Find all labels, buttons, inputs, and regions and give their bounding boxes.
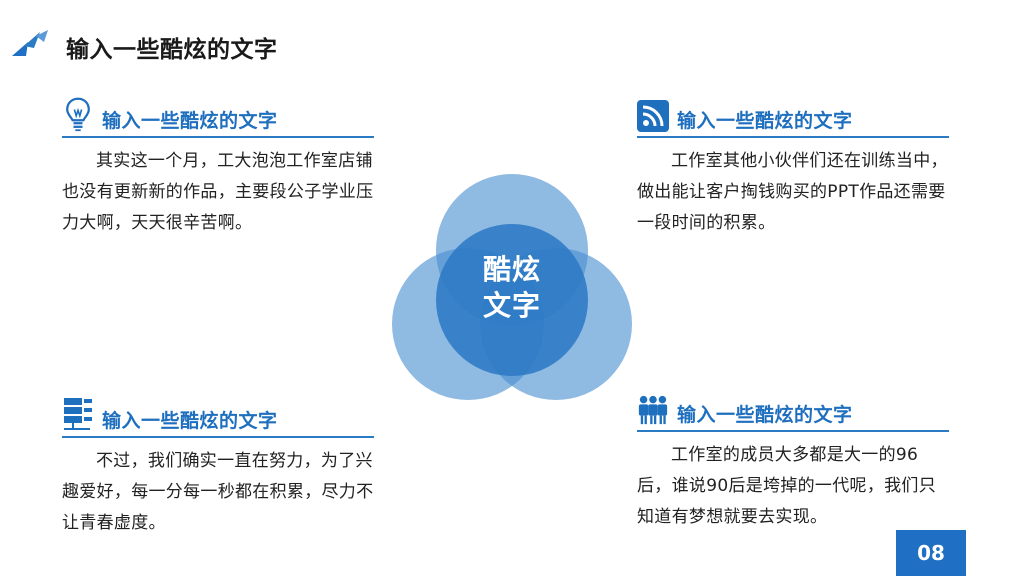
block-text: 其实这一个月，工大泡泡工作室店铺也没有更新新的作品，主要段公子学业压力大啊，天天…: [62, 151, 374, 233]
center-label-line1: 酷炫: [482, 253, 541, 286]
circle-center: [436, 224, 588, 376]
rss-icon: [637, 100, 669, 132]
block-header: 输入一些酷炫的文字: [62, 96, 374, 138]
block-header: 输入一些酷炫的文字: [637, 100, 949, 138]
text-block-4: 输入一些酷炫的文字 工作室的成员大多都是大一的96后，谁说90后是垮掉的一代呢，…: [637, 395, 949, 533]
page-title: 输入一些酷炫的文字: [66, 37, 278, 63]
page-number-badge: 08: [896, 530, 966, 576]
team-icon: [638, 395, 668, 425]
lightbulb-icon: [66, 97, 90, 132]
block-header: 输入一些酷炫的文字: [62, 396, 374, 438]
block-text: 工作室的成员大多都是大一的96后，谁说90后是垮掉的一代呢，我们只知道有梦想就要…: [637, 445, 937, 527]
block-text: 不过，我们确实一直在努力，为了兴趣爱好，每一分每一秒都在积累，尽力不让青春虚度。: [62, 451, 374, 533]
block-text: 工作室其他小伙伴们还在训练当中，做出能让客户掏钱购买的PPT作品还需要一段时间的…: [637, 151, 948, 233]
text-block-3: 输入一些酷炫的文字 不过，我们确实一直在努力，为了兴趣爱好，每一分每一秒都在积累…: [62, 396, 374, 539]
text-block-1: 输入一些酷炫的文字 其实这一个月，工大泡泡工作室店铺也没有更新新的作品，主要段公…: [62, 96, 374, 239]
overlapping-circles-graphic: [392, 174, 632, 400]
text-block-2: 输入一些酷炫的文字 工作室其他小伙伴们还在训练当中，做出能让客户掏钱购买的PPT…: [637, 100, 949, 239]
server-icon: [64, 398, 92, 430]
block-title: 输入一些酷炫的文字: [102, 410, 278, 432]
logo-triangles-icon: [12, 30, 48, 56]
block-title: 输入一些酷炫的文字: [102, 110, 278, 132]
center-label-line2: 文字: [482, 289, 541, 322]
center-label: 酷炫 文字: [466, 252, 558, 324]
block-header: 输入一些酷炫的文字: [637, 395, 949, 432]
block-title: 输入一些酷炫的文字: [677, 110, 853, 132]
block-title: 输入一些酷炫的文字: [677, 404, 853, 426]
